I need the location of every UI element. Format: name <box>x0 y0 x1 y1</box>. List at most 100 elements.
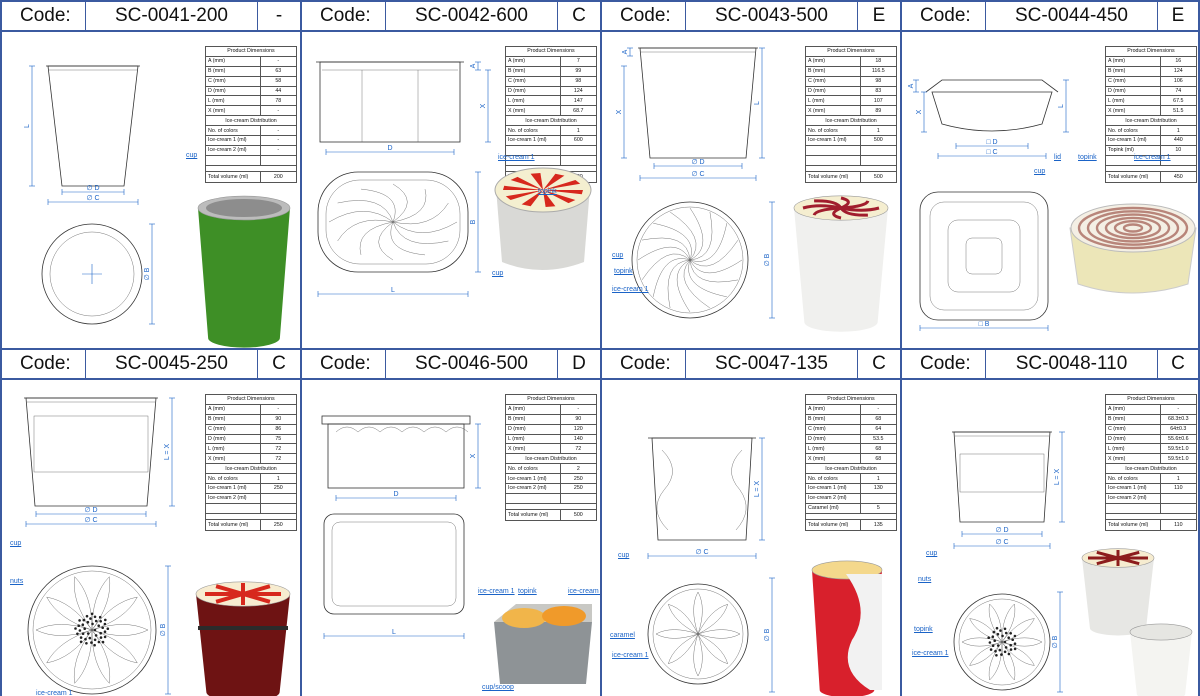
nut-dot <box>1013 634 1017 638</box>
petal <box>1001 637 1043 647</box>
cell-label: Total volume (ml) <box>505 508 561 521</box>
dim-d: ∅ D <box>84 507 97 514</box>
nut-dot <box>97 640 101 644</box>
swirl-line <box>392 221 458 233</box>
topink-ring <box>1086 210 1180 246</box>
caramel-wave <box>731 449 747 531</box>
code-label: Code: <box>2 2 86 30</box>
nut-dot <box>994 649 997 653</box>
swirl-line <box>683 259 711 309</box>
cup-body <box>1082 558 1154 636</box>
nut-dot <box>93 638 97 642</box>
petal <box>73 629 93 684</box>
callout-topink: topink <box>614 268 633 275</box>
swirl-line <box>667 259 691 309</box>
technical-drawing: AXL∅ D∅ C∅ B <box>616 47 889 332</box>
nut-dot <box>77 624 80 627</box>
callout-caramel: caramel <box>610 632 635 639</box>
callout-cup-scoop: cup/scoop <box>482 684 514 691</box>
nut-dot <box>82 618 86 622</box>
nut-dot <box>84 637 87 641</box>
dim-d: ∅ D <box>86 185 99 192</box>
code-label: Code: <box>2 350 86 378</box>
dim-b: B <box>470 219 477 224</box>
technical-drawing: XDL <box>321 415 592 684</box>
revision: C <box>872 353 886 374</box>
cup-render <box>195 581 291 696</box>
topink-stripe <box>543 180 581 190</box>
cell-label: Total volume (ml) <box>205 518 261 531</box>
dim-lx: L = X <box>754 481 761 498</box>
revision: C <box>1171 353 1185 374</box>
cell-value: 135 <box>859 518 898 531</box>
nut-dot <box>78 629 82 632</box>
dim-l: L <box>391 287 395 294</box>
topink-swirl <box>840 200 870 210</box>
lid-profile <box>321 415 471 425</box>
cup-body <box>794 208 888 332</box>
technical-drawing: AXL□ D□ C□ B <box>908 79 1197 331</box>
nut-dot <box>85 642 88 645</box>
total-row: Total volume (ml)200 <box>205 170 298 183</box>
swirl-line <box>669 211 697 261</box>
scoop-arc <box>379 426 403 433</box>
label-band <box>33 415 149 473</box>
product-code: SC-0041-200 <box>86 2 258 30</box>
nut-dot <box>90 612 94 616</box>
cup-render <box>793 195 889 332</box>
nut-dot <box>99 631 102 635</box>
dim-b: □ B <box>979 321 990 328</box>
ice-cream-2 <box>542 606 586 626</box>
nut-dot <box>991 644 995 647</box>
callout-topink: topink <box>518 588 537 595</box>
cup-profile <box>953 431 1051 523</box>
swirl-line <box>360 188 396 223</box>
cup-profile <box>47 65 139 187</box>
cup-profile <box>639 47 757 159</box>
nut-dot <box>1009 643 1012 647</box>
nut-dot <box>93 628 97 632</box>
nut-dot <box>103 630 107 633</box>
dim-d: D <box>387 145 392 152</box>
cup-profile <box>651 437 753 541</box>
topink-ring <box>1077 206 1189 250</box>
nut-dot <box>83 627 86 630</box>
dim-b: ∅ B <box>160 623 167 636</box>
nut-dot <box>991 635 995 638</box>
cup-top <box>1129 623 1193 641</box>
topink-stripe <box>242 592 271 604</box>
nut-dot <box>91 622 94 626</box>
petal <box>693 633 703 677</box>
nut-dot <box>98 615 102 619</box>
code-label: Code: <box>902 2 986 30</box>
scoop-arc <box>335 426 359 433</box>
technical-drawing: L = X∅ D∅ C∅ B <box>24 397 291 696</box>
cup-body <box>198 208 290 348</box>
dim-c: ∅ C <box>691 171 704 178</box>
topink-ring <box>1113 219 1153 236</box>
swirl-line <box>653 223 692 261</box>
petal <box>73 576 93 631</box>
total-row: Total volume (ml)500 <box>805 170 898 183</box>
swirl-line <box>689 239 739 267</box>
product-code: SC-0045-250 <box>86 350 258 378</box>
nut-dot <box>1000 653 1003 656</box>
product-code: SC-0042-600 <box>386 2 558 30</box>
scoop-arc <box>357 426 381 433</box>
nut-dot <box>103 622 107 626</box>
nut-dot <box>86 620 90 624</box>
revision: E <box>1171 5 1185 26</box>
nut-dot <box>1009 648 1013 651</box>
swirl-line <box>390 221 426 256</box>
nut-dot <box>89 617 92 620</box>
nut-dot <box>97 624 100 627</box>
nut-dot <box>1004 646 1008 649</box>
plan-inner <box>32 570 152 690</box>
caramel-wave <box>656 449 673 531</box>
